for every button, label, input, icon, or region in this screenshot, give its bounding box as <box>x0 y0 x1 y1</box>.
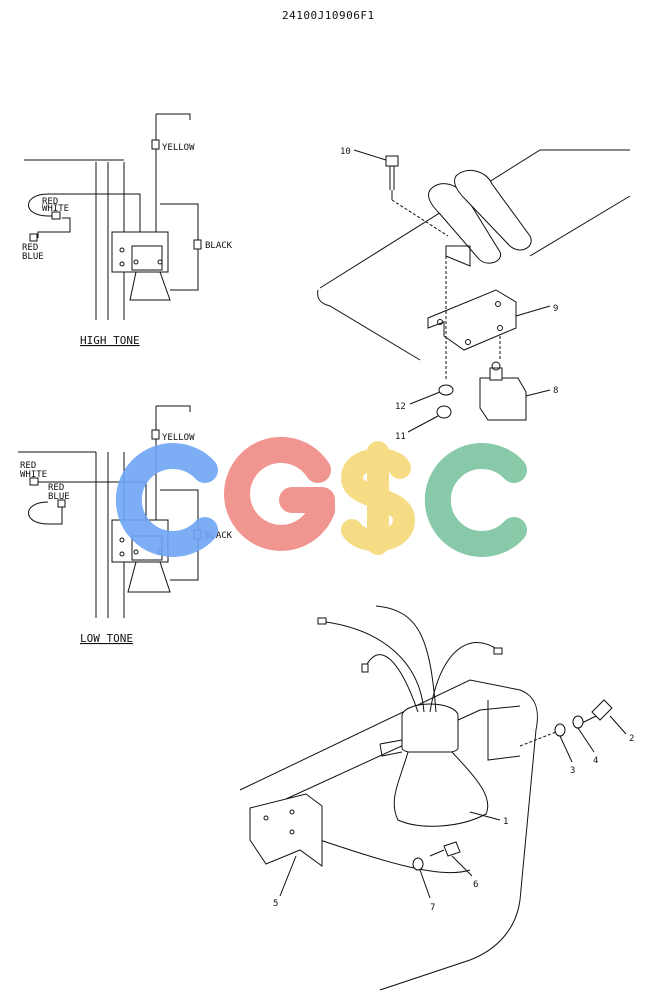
watermark-letter-c <box>115 443 218 557</box>
high-red-label: RED <box>42 197 58 207</box>
pedal-switch-assembly: 10 9 8 12 11 <box>317 147 631 442</box>
watermark <box>115 436 527 557</box>
part-3-label: 3 <box>570 766 575 776</box>
part-9-label: 9 <box>553 304 558 314</box>
high-blue-label: BLUE <box>22 252 44 262</box>
part-12-label: 12 <box>395 402 406 412</box>
part-7-label: 7 <box>430 903 435 913</box>
high-tone-caption: HIGH TONE <box>80 334 140 347</box>
low-red2-label: RED <box>48 483 64 493</box>
high-yellow-label: YELLOW <box>162 143 195 153</box>
high-white-label: WHITE <box>42 204 69 214</box>
horn-mount-assembly: 1 2 3 4 5 6 7 <box>239 605 634 991</box>
part-2-label: 2 <box>629 734 634 744</box>
drawing-number: 24100J10906F1 <box>282 9 375 22</box>
part-1-label: 1 <box>503 817 508 827</box>
low-white-label: WHITE <box>20 470 47 480</box>
low-blue-label: BLUE <box>48 492 70 502</box>
low-yellow-label: YELLOW <box>162 433 195 443</box>
part-5-label: 5 <box>273 899 278 909</box>
high-red2-label: RED <box>22 243 38 253</box>
part-8-label: 8 <box>553 386 558 396</box>
watermark-letter-c-second <box>424 443 527 557</box>
low-tone-caption: LOW TONE <box>80 632 133 645</box>
part-4-label: 4 <box>593 756 598 766</box>
high-black-label: BLACK <box>205 241 233 251</box>
part-10-label: 10 <box>340 147 351 157</box>
part-6-label: 6 <box>473 880 478 890</box>
low-red-label: RED <box>20 461 36 471</box>
watermark-letter-g <box>224 436 335 551</box>
watermark-letter-s <box>340 441 416 555</box>
high-tone-diagram: YELLOW BLACK RED WHITE RED BLUE HIGH TON… <box>22 113 233 347</box>
low-black-label: BLACK <box>205 531 233 541</box>
part-11-label: 11 <box>395 432 406 442</box>
